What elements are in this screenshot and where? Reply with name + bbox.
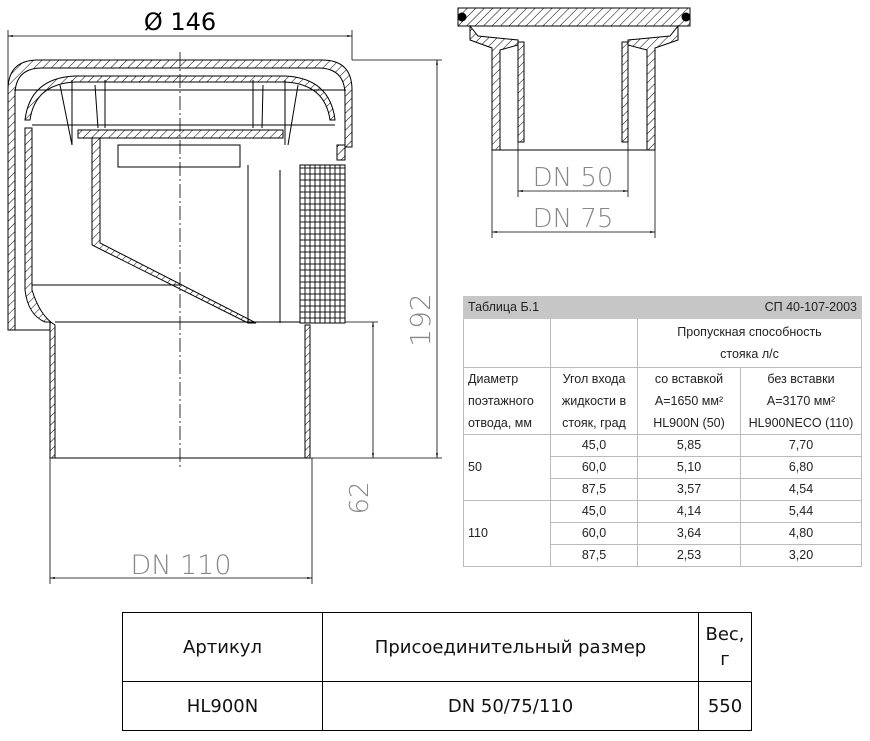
cell: 4,54 [740, 478, 862, 501]
connection-size-cell: DN 50/75/110 [322, 681, 699, 731]
adapter-inner-label: DN 50 [533, 163, 614, 193]
group-header: Пропускная способность стояка л/с [637, 318, 862, 368]
column-header: Диаметр поэтажного отвода, мм [463, 367, 551, 435]
adapter-dimensions [491, 142, 656, 238]
cell: 45,0 [550, 500, 638, 523]
cell: 87,5 [550, 544, 638, 567]
cell: 2,53 [637, 544, 741, 567]
table-standard: СП 40-107-2003 [637, 296, 862, 319]
header-connection-size: Присоединительный размер [322, 612, 699, 682]
cell: 7,70 [740, 434, 862, 457]
product-table: Артикул Присоединительный размер Вес, г … [122, 612, 752, 731]
cell: 5,85 [637, 434, 741, 457]
column-header: без вставки A=3170 мм² HL900NECO (110) [740, 367, 862, 435]
cell: 5,10 [637, 456, 741, 479]
header-weight: Вес, г [698, 612, 752, 682]
cell: 3,64 [637, 522, 741, 545]
cell: 45,0 [550, 434, 638, 457]
cell: 4,80 [740, 522, 862, 545]
column-header: Угол входа жидкости в стояк, град [550, 367, 638, 435]
cell: 3,57 [637, 478, 741, 501]
table-title: Таблица Б.1 [463, 296, 638, 319]
capacity-table: Таблица Б.1 СП 40-107-2003 Пропускная сп… [463, 296, 862, 567]
outlet-label: DN 110 [130, 550, 231, 581]
article-cell: HL900N [122, 681, 323, 731]
cell: 87,5 [550, 478, 638, 501]
height-label: 192 [404, 293, 437, 346]
diameter-cell: 50 [463, 434, 551, 501]
diameter-cell: 110 [463, 500, 551, 567]
diameter-label: Ø 146 [144, 8, 216, 36]
column-header: со вставкой A=1650 мм² HL900N (50) [637, 367, 741, 435]
main-section-view [7, 52, 353, 470]
cell: 5,44 [740, 500, 862, 523]
socket-height-label: 62 [345, 481, 375, 514]
main-dimensions [7, 30, 442, 584]
table-row: HL900N DN 50/75/110 550 [122, 681, 752, 731]
adapter-outer-label: DN 75 [533, 204, 614, 234]
cell: 6,80 [740, 456, 862, 479]
cell: 60,0 [550, 522, 638, 545]
adapter-section-view [457, 7, 691, 151]
weight-cell: 550 [698, 681, 752, 731]
cell: 4,14 [637, 500, 741, 523]
header-article: Артикул [122, 612, 323, 682]
cell: 60,0 [550, 456, 638, 479]
cell: 3,20 [740, 544, 862, 567]
